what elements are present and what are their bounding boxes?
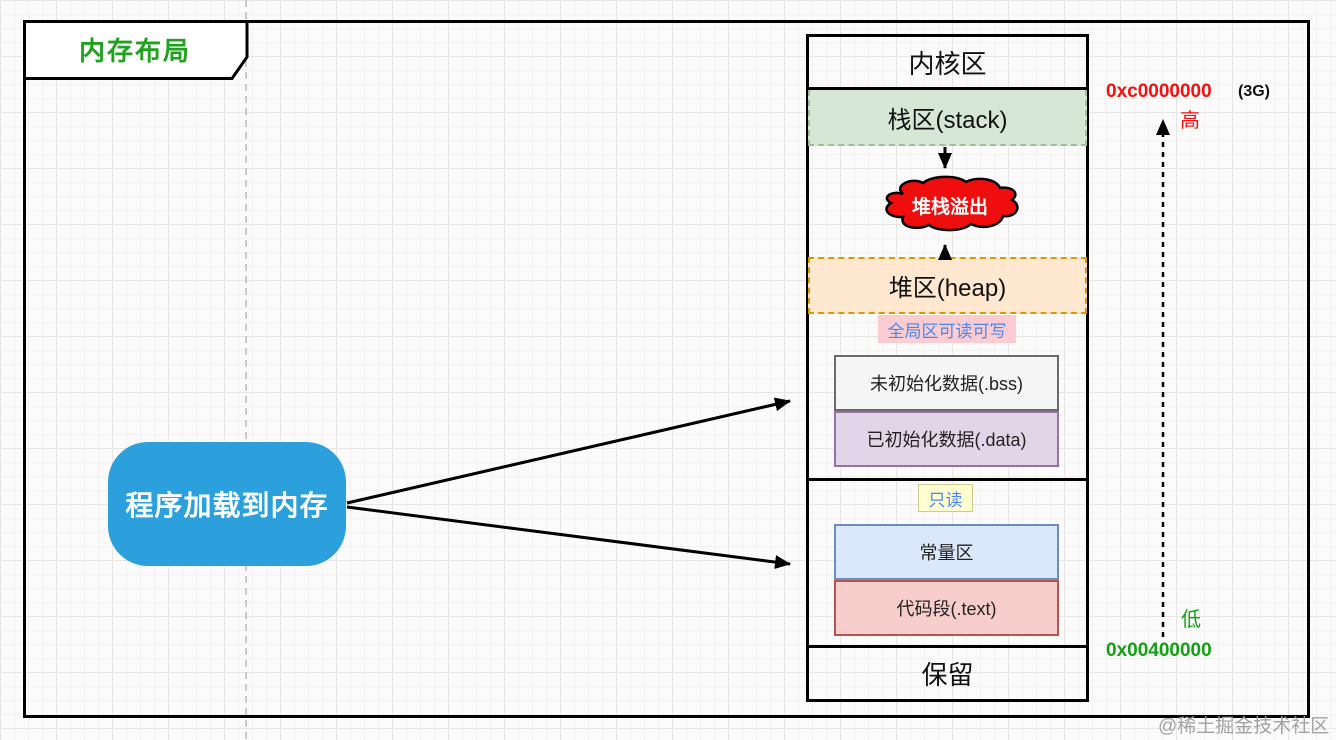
reserved-region-label: 保留 (921, 660, 974, 690)
high-address-note: (3G) (1238, 83, 1270, 100)
diagram-frame (23, 20, 1310, 718)
data-region: 已初始化数据(.data) (834, 411, 1059, 467)
heap-region: 堆区(heap) (808, 257, 1087, 314)
text-segment-region: 代码段(.text) (834, 580, 1059, 636)
divider-above-readonly (806, 478, 1089, 481)
program-load-box: 程序加载到内存 (108, 442, 346, 566)
ro-permission-label: 只读 (918, 484, 973, 512)
kernel-region-label: 内核区 (908, 48, 987, 79)
divider-below-kernel (806, 87, 1089, 90)
memory-column (806, 34, 1089, 702)
high-direction-label: 高 (1180, 110, 1200, 132)
bss-region: 未初始化数据(.bss) (834, 355, 1059, 411)
low-address-label: 0x00400000 (1106, 640, 1212, 661)
low-direction-label: 低 (1181, 609, 1201, 631)
diagram-title: 内存布局 (78, 35, 191, 66)
constants-region: 常量区 (834, 524, 1059, 580)
high-address-label: 0xc0000000 (1106, 81, 1212, 102)
stack-overflow-cloud-label: 堆栈溢出 (911, 196, 988, 218)
divider-above-reserved (806, 645, 1089, 648)
rw-permission-label: 全局区可读可写 (878, 315, 1016, 343)
stack-region: 栈区(stack) (808, 90, 1087, 146)
watermark: @稀土掘金技术社区 (1158, 716, 1330, 737)
